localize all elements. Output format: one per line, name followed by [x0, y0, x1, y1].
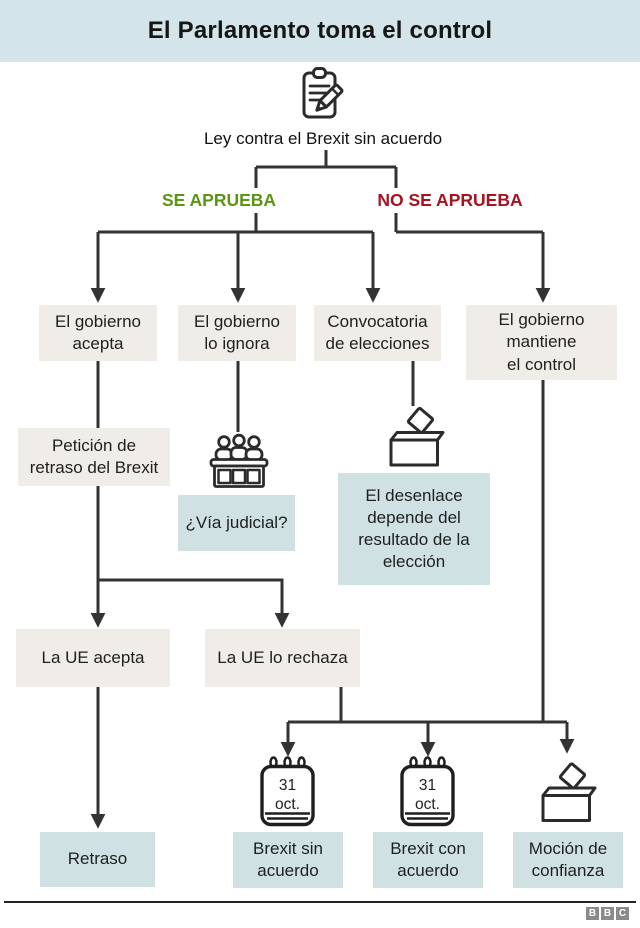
footer-divider	[4, 901, 636, 903]
node-label: ¿Vía judicial?	[185, 512, 288, 532]
connector-arrow	[96, 486, 290, 628]
clipboard-pencil-icon	[302, 67, 344, 119]
page-title: El Parlamento toma el control	[147, 17, 493, 44]
connector-group	[90, 150, 575, 829]
bbc-logo-block: C	[616, 907, 629, 920]
node-label: El desenlace depende del resultado de la…	[358, 485, 470, 572]
tribunal-judges-icon	[209, 433, 269, 488]
bbc-logo: B B C	[586, 907, 629, 920]
node-eu-accepts: La UE acepta	[16, 629, 170, 687]
node-brexit-no-deal: Brexit sin acuerdo	[233, 832, 343, 888]
calendar-icon: 31 oct.	[399, 756, 456, 828]
bbc-logo-block: B	[601, 907, 614, 920]
node-label: Brexit con acuerdo	[390, 838, 466, 880]
node-brexit-deal: Brexit con acuerdo	[373, 832, 483, 888]
node-election-outcome: El desenlace depende del resultado de la…	[338, 473, 490, 585]
calendar-glyph	[400, 756, 455, 827]
node-label: La UE lo rechaza	[217, 647, 348, 667]
branch-not-approved-label: NO SE APRUEBA	[370, 188, 530, 213]
node-label: El gobierno lo ignora	[193, 311, 280, 353]
node-label: Brexit sin acuerdo	[253, 838, 323, 880]
node-label: Moción de confianza	[528, 838, 608, 880]
ballot-box-icon	[389, 406, 445, 467]
calendar-day: 31	[278, 777, 297, 794]
node-confidence-motion: Moción de confianza	[513, 832, 623, 888]
node-label: La UE acepta	[41, 647, 145, 667]
node-label: El gobierno mantiene el control	[498, 310, 585, 374]
node-gov-ignores: El gobierno lo ignora	[178, 305, 296, 361]
node-delay: Retraso	[40, 832, 155, 887]
branch-approved-label: SE APRUEBA	[154, 188, 284, 213]
node-call-elections: Convocatoria de elecciones	[314, 305, 441, 361]
node-gov-accepts: El gobierno acepta	[39, 305, 157, 361]
node-delay-request: Petición de retraso del Brexit	[18, 428, 170, 486]
calendar-month: oct.	[275, 795, 300, 813]
calendar-glyph	[260, 756, 315, 827]
ballot-box-icon	[541, 762, 597, 822]
root-law-label: Ley contra el Brexit sin acuerdo	[199, 129, 447, 149]
calendar-month: oct.	[415, 795, 440, 813]
node-gov-keeps-control: El gobierno mantiene el control	[466, 305, 617, 380]
node-label: El gobierno acepta	[54, 311, 141, 353]
node-label: Petición de retraso del Brexit	[29, 435, 159, 477]
calendar-icon: 31 oct.	[259, 756, 316, 828]
calendar-day: 31	[418, 777, 437, 794]
node-eu-rejects: La UE lo rechaza	[205, 629, 360, 687]
node-label: Convocatoria de elecciones	[325, 311, 430, 353]
node-label: Retraso	[67, 849, 128, 869]
node-judicial-route: ¿Vía judicial?	[178, 495, 295, 551]
calendar-date: 31 oct.	[259, 777, 316, 814]
bbc-logo-block: B	[586, 907, 599, 920]
header-bar: El Parlamento toma el control	[0, 0, 640, 62]
calendar-date: 31 oct.	[399, 777, 456, 814]
